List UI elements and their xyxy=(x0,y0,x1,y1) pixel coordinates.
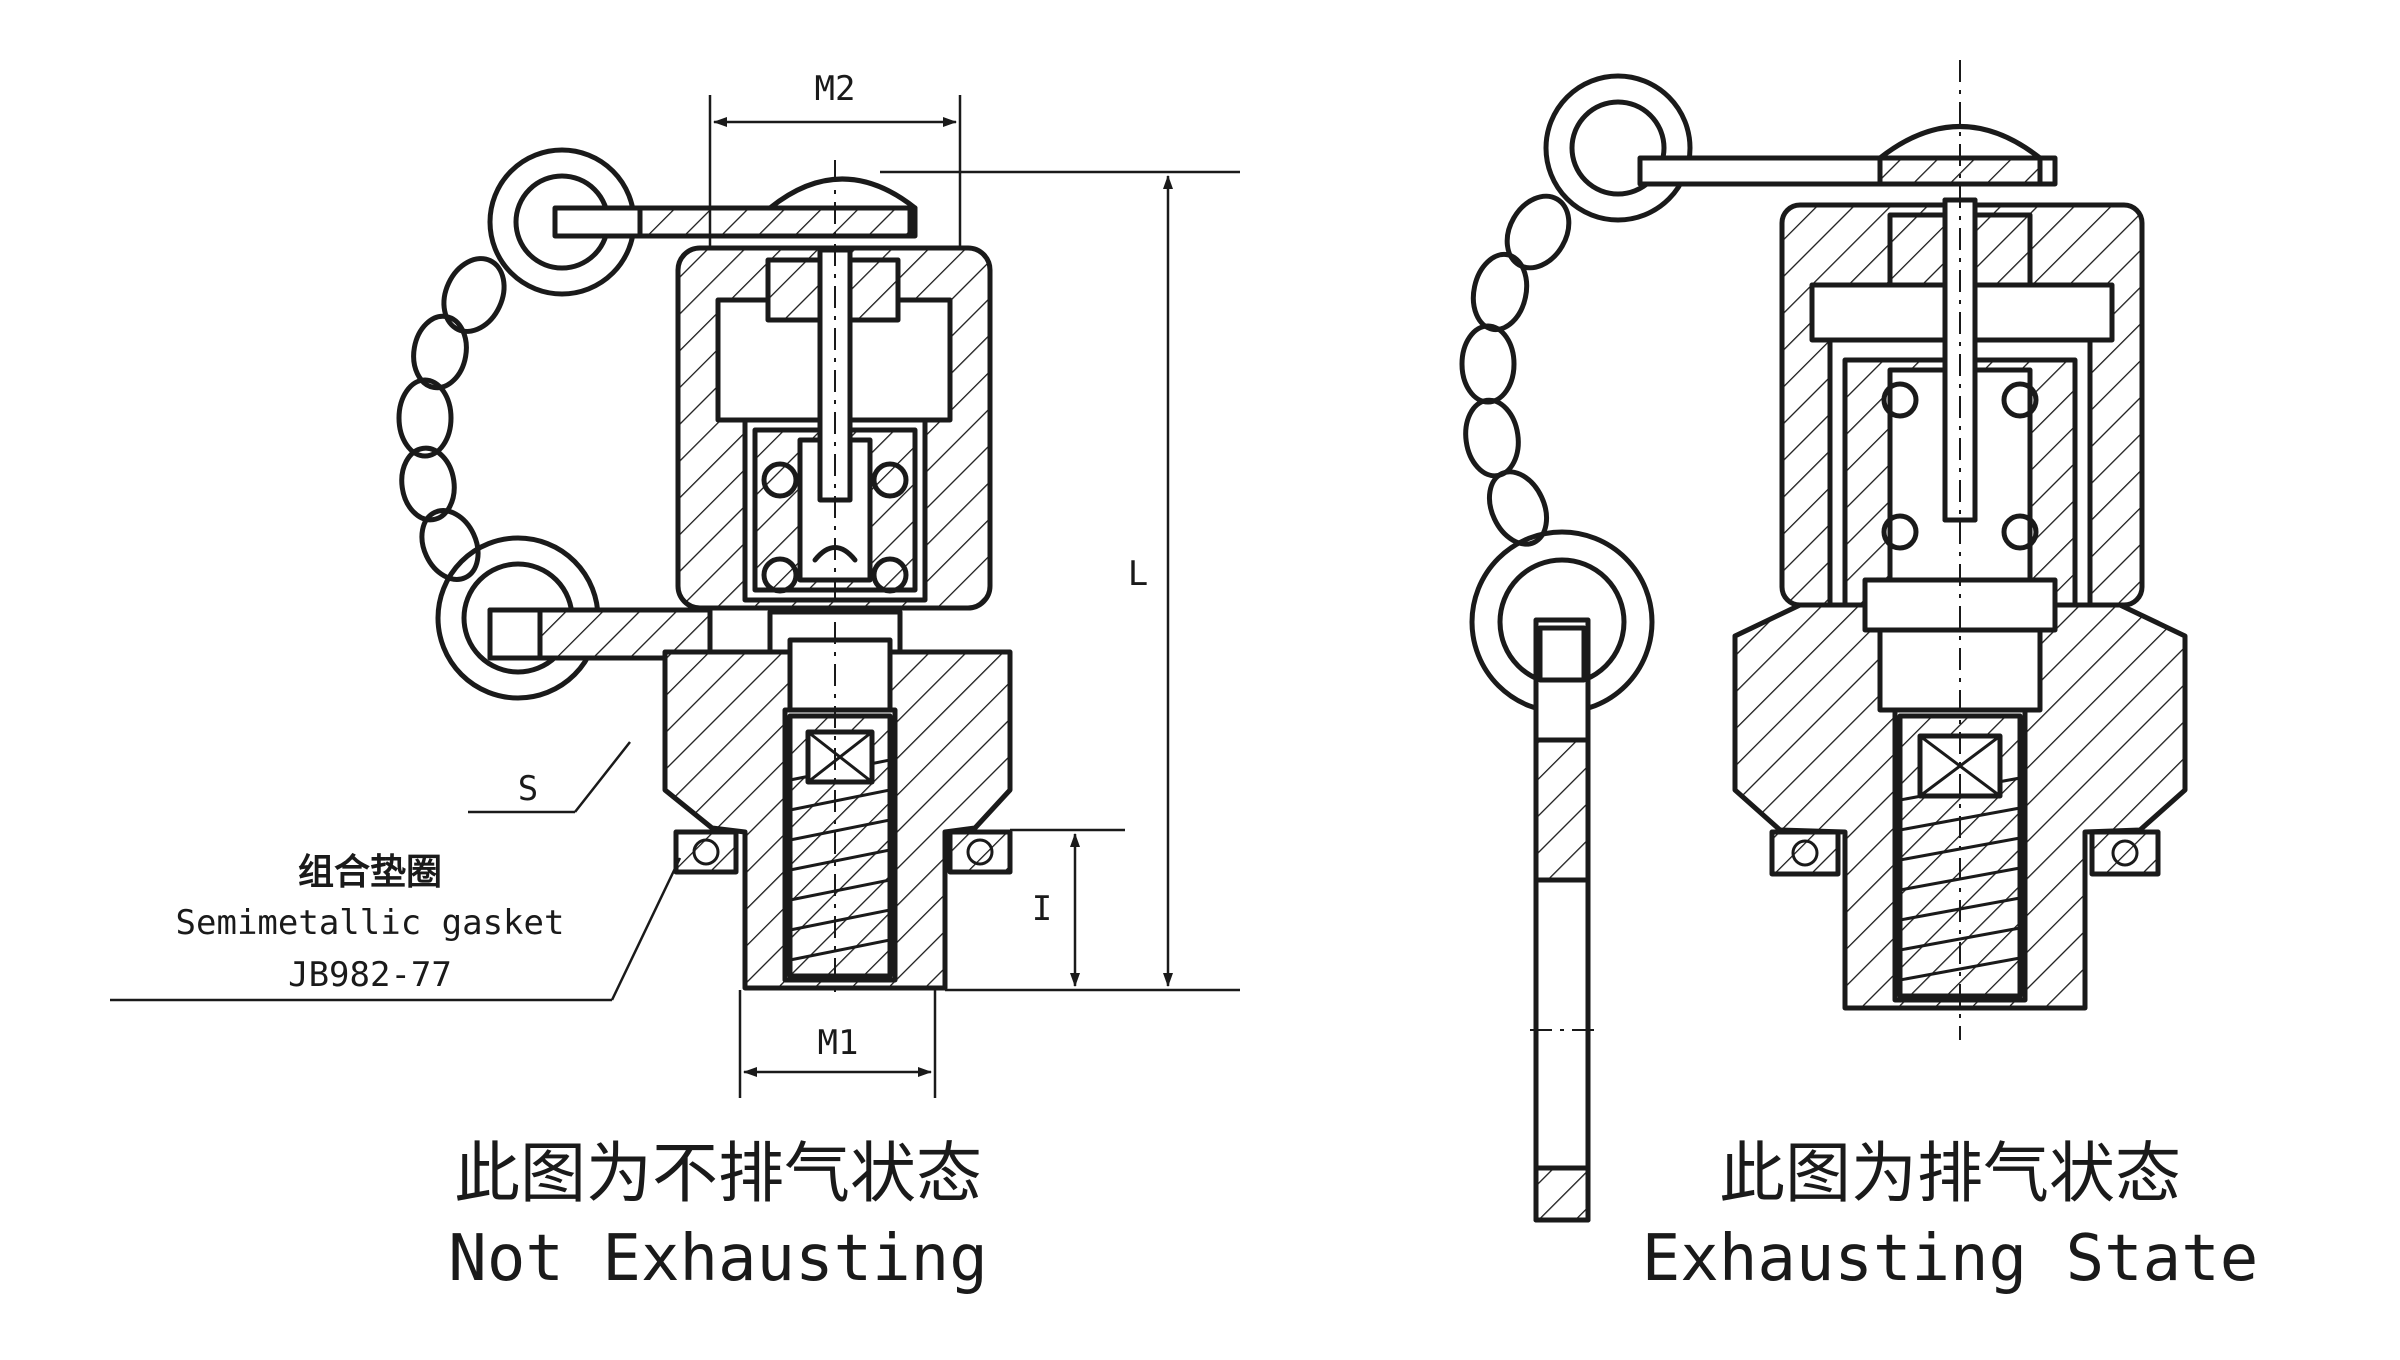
left-caption-cn: 此图为不排气状态 xyxy=(454,1135,982,1212)
label-s: S xyxy=(518,769,538,809)
left-gasket-left xyxy=(673,829,739,875)
gasket-label-en: Semimetallic gasket xyxy=(176,903,565,943)
gasket-label-std: JB982-77 xyxy=(288,955,452,995)
left-caption-en: Not Exhausting xyxy=(448,1222,987,1296)
right-hanging-strap xyxy=(1533,617,1591,1223)
right-caption-en: Exhausting State xyxy=(1642,1222,2259,1296)
dim-m1-label: M1 xyxy=(818,1023,859,1063)
right-valve-view: 此图为排气状态 Exhausting State xyxy=(1459,60,2259,1296)
right-gasket-left xyxy=(1769,829,1841,877)
gasket-label-cn: 组合垫圈 xyxy=(298,852,442,893)
right-gasket-right xyxy=(2089,829,2161,877)
left-gasket-right xyxy=(947,829,1013,875)
left-valve-view: M2 L I M1 S 组合垫圈 Semimetallic gasket JB9… xyxy=(110,69,1240,1296)
right-caption-cn: 此图为排气状态 xyxy=(1719,1135,2181,1212)
dim-l-label: L xyxy=(1128,554,1148,594)
dim-m2-label: M2 xyxy=(815,69,856,109)
dim-i-label: I xyxy=(1032,889,1052,929)
